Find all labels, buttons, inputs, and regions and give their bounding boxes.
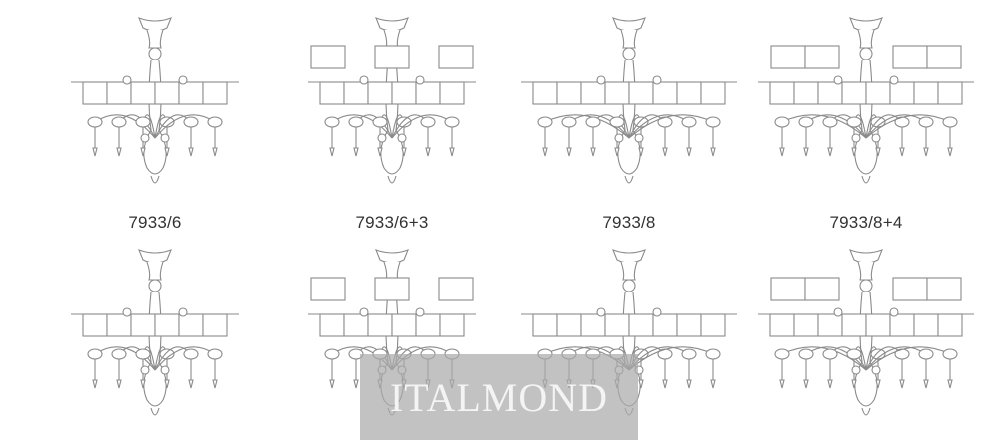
chandelier-drawing — [746, 10, 986, 200]
product-code: 7933/6 — [128, 213, 182, 232]
chandelier-drawing — [746, 242, 986, 432]
chandelier-svg — [521, 17, 737, 184]
chandelier-svg — [71, 17, 239, 184]
chandelier-svg — [308, 17, 476, 184]
chandelier-svg — [758, 249, 974, 416]
chandelier-svg — [308, 249, 476, 416]
chandelier-drawing — [509, 10, 749, 200]
product-code: 7933/8 — [602, 213, 656, 232]
chandelier-drawing — [272, 10, 512, 200]
chandelier-drawing — [35, 242, 275, 432]
product-code: 7933/8+4 — [829, 213, 903, 232]
watermark-text: ITALMOND — [389, 374, 609, 420]
product-code: 7933/6+3 — [355, 213, 429, 232]
chandelier-svg — [758, 17, 974, 184]
chandelier-drawing — [35, 10, 275, 200]
chandelier-svg — [71, 249, 239, 416]
watermark: ITALMOND — [360, 354, 638, 440]
chandelier-drawing — [272, 242, 512, 432]
